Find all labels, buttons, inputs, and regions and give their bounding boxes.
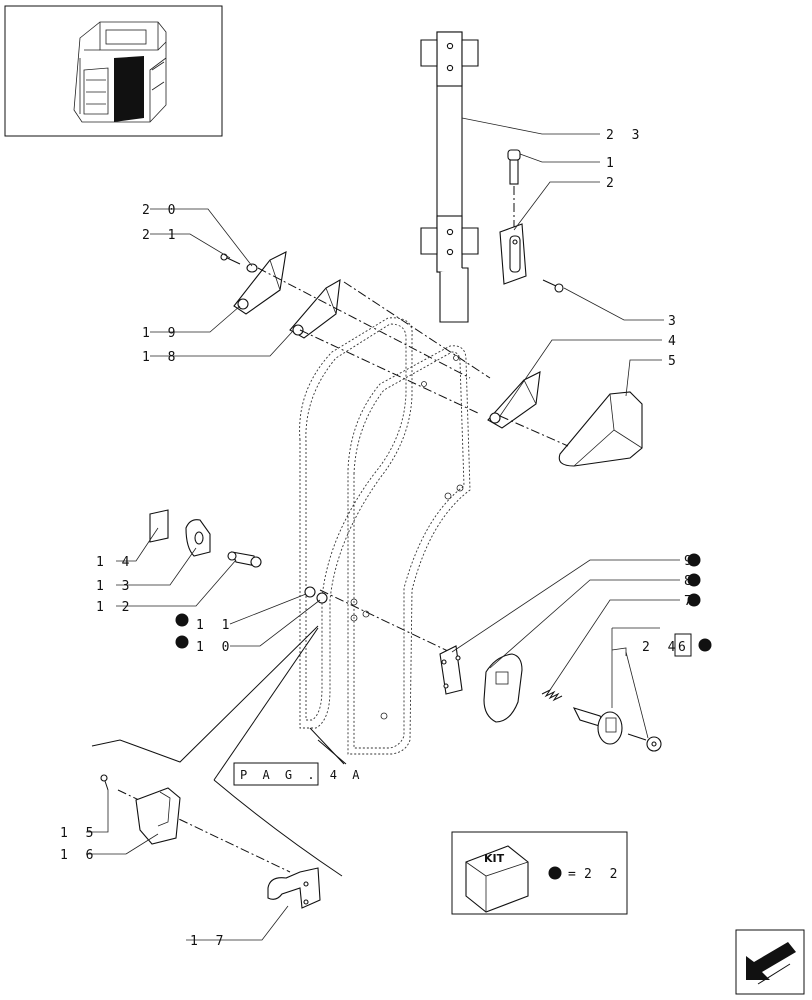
part-12-pin [227, 551, 262, 568]
kit-bullet-11-icon [175, 613, 189, 627]
callout-16: 1 6 [60, 848, 98, 863]
door-glass-pane-outer [299, 317, 413, 729]
part-8-handle [483, 653, 523, 723]
callout-13: 1 3 [96, 579, 134, 594]
callout-11: 1 1 [196, 618, 234, 633]
part-5-handle [558, 391, 643, 467]
part-21-bolt [220, 253, 241, 265]
part-20-washer [246, 263, 258, 273]
callout-12: 1 2 [96, 600, 134, 615]
kit-bullet-7-icon [687, 593, 701, 607]
kit-badge-label: KIT [484, 852, 505, 865]
part-6-lock-cylinder [572, 707, 623, 745]
callout-21: 2 1 [142, 228, 180, 243]
callout-3: 3 [668, 314, 681, 329]
door-glass-pane-inner [347, 345, 471, 755]
callout-20: 2 0 [142, 203, 180, 218]
callout-18: 1 8 [142, 350, 180, 365]
part-24-key [627, 733, 662, 752]
callout-14: 1 4 [96, 555, 134, 570]
part-7-spring [541, 688, 563, 702]
kit-bullet-10-icon [175, 635, 189, 649]
callout-10: 1 0 [196, 640, 234, 655]
kit-bullet-6-icon [698, 638, 712, 652]
part-13-latch [185, 519, 211, 557]
callout-15: 1 5 [60, 826, 98, 841]
callout-17: 1 7 [190, 934, 228, 949]
part-18-plate [289, 278, 341, 339]
page-reference-label[interactable]: P A G . 4 A [240, 768, 363, 782]
callout-1: 1 [606, 156, 619, 171]
callout-5: 5 [668, 354, 681, 369]
cab-locator-icon [4, 5, 223, 137]
next-page-arrow-icon[interactable] [735, 929, 805, 995]
page-reference-link[interactable]: P A G . 4 A [233, 762, 363, 786]
callout-4: 4 [668, 334, 681, 349]
part-17-bracket [267, 867, 321, 909]
part-2-hinge [499, 223, 527, 285]
part-1-pin [507, 149, 521, 185]
part-14-plate [149, 509, 169, 543]
callout-6: 6 [678, 640, 691, 655]
part-4-plate [487, 371, 541, 429]
part-15-bolt [100, 774, 109, 791]
part-16-striker [135, 787, 181, 845]
part-11-washer [304, 586, 316, 598]
callout-24: 2 4 [642, 640, 680, 655]
kit-bullet-9-icon [687, 553, 701, 567]
callout-19: 1 9 [142, 326, 180, 341]
kit-legend: KIT = 2 2 [451, 831, 628, 915]
filled-circle-icon [548, 866, 562, 880]
kit-value: 2 2 [584, 867, 622, 882]
part-9-plate [439, 645, 463, 695]
part-19-plate [233, 251, 287, 315]
callout-6-box [674, 633, 692, 657]
callout-23: 2 3 [606, 128, 644, 143]
callout-2: 2 [606, 176, 619, 191]
kit-equals: = [568, 867, 581, 882]
part-23-rail [420, 31, 479, 323]
part-3-screw [542, 279, 564, 293]
kit-bullet-8-icon [687, 573, 701, 587]
